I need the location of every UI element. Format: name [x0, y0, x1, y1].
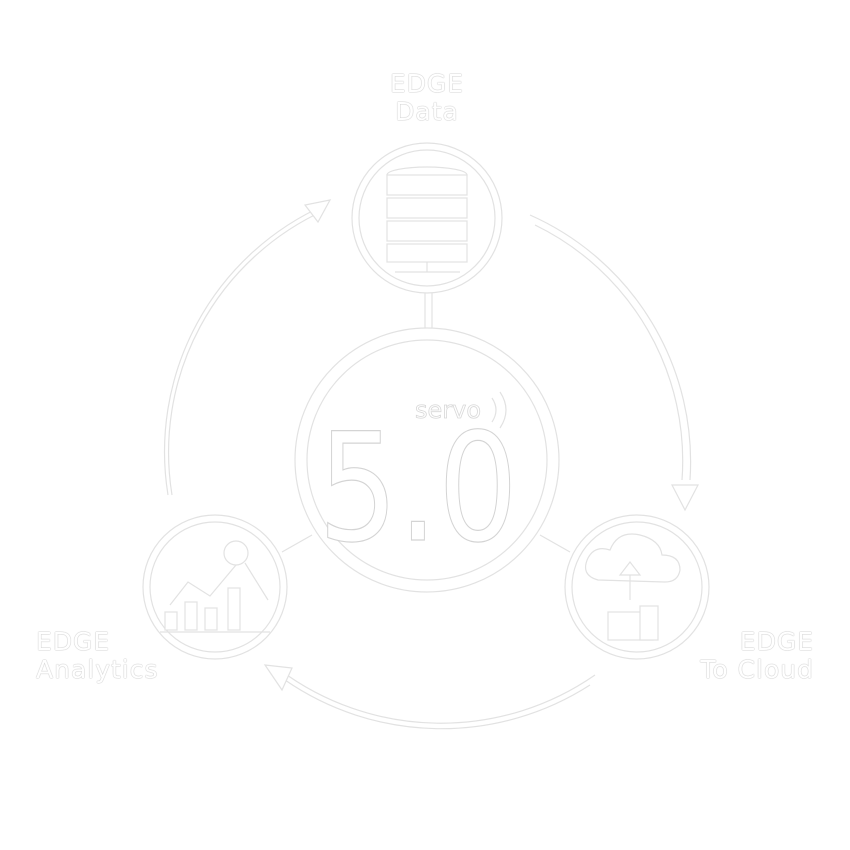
- edge-data-node[interactable]: [351, 142, 503, 294]
- label-line: EDGE: [36, 627, 111, 656]
- logo-number: 5.0: [318, 402, 518, 576]
- label-line: To Cloud: [700, 655, 814, 684]
- edge-to-cloud-label: EDGE To Cloud: [700, 628, 814, 684]
- arrow-left-to-top: [163, 204, 326, 496]
- arrow-right-to-left: [279, 669, 596, 724]
- database-server-icon: [386, 166, 468, 273]
- edge-to-cloud-node[interactable]: [564, 514, 710, 660]
- label-line: Data: [395, 97, 459, 126]
- arrowhead-left: [263, 664, 293, 692]
- label-line: EDGE: [389, 69, 465, 98]
- servo-logo: 5.0 servo: [294, 327, 560, 593]
- arrowhead-right: [671, 484, 699, 512]
- label-line: EDGE: [739, 627, 814, 656]
- analytics-chart-icon: [160, 540, 270, 633]
- edge-analytics-node[interactable]: [142, 514, 288, 660]
- cloud-upload-icon: [585, 533, 681, 641]
- label-line: Analytics: [36, 655, 159, 684]
- edge-analytics-label: EDGE Analytics: [36, 628, 159, 684]
- arrowhead-top: [303, 199, 332, 224]
- arrow-top-to-right: [529, 214, 692, 481]
- logo-brand-text: servo: [415, 396, 481, 424]
- edge-data-label: EDGE Data: [350, 70, 504, 126]
